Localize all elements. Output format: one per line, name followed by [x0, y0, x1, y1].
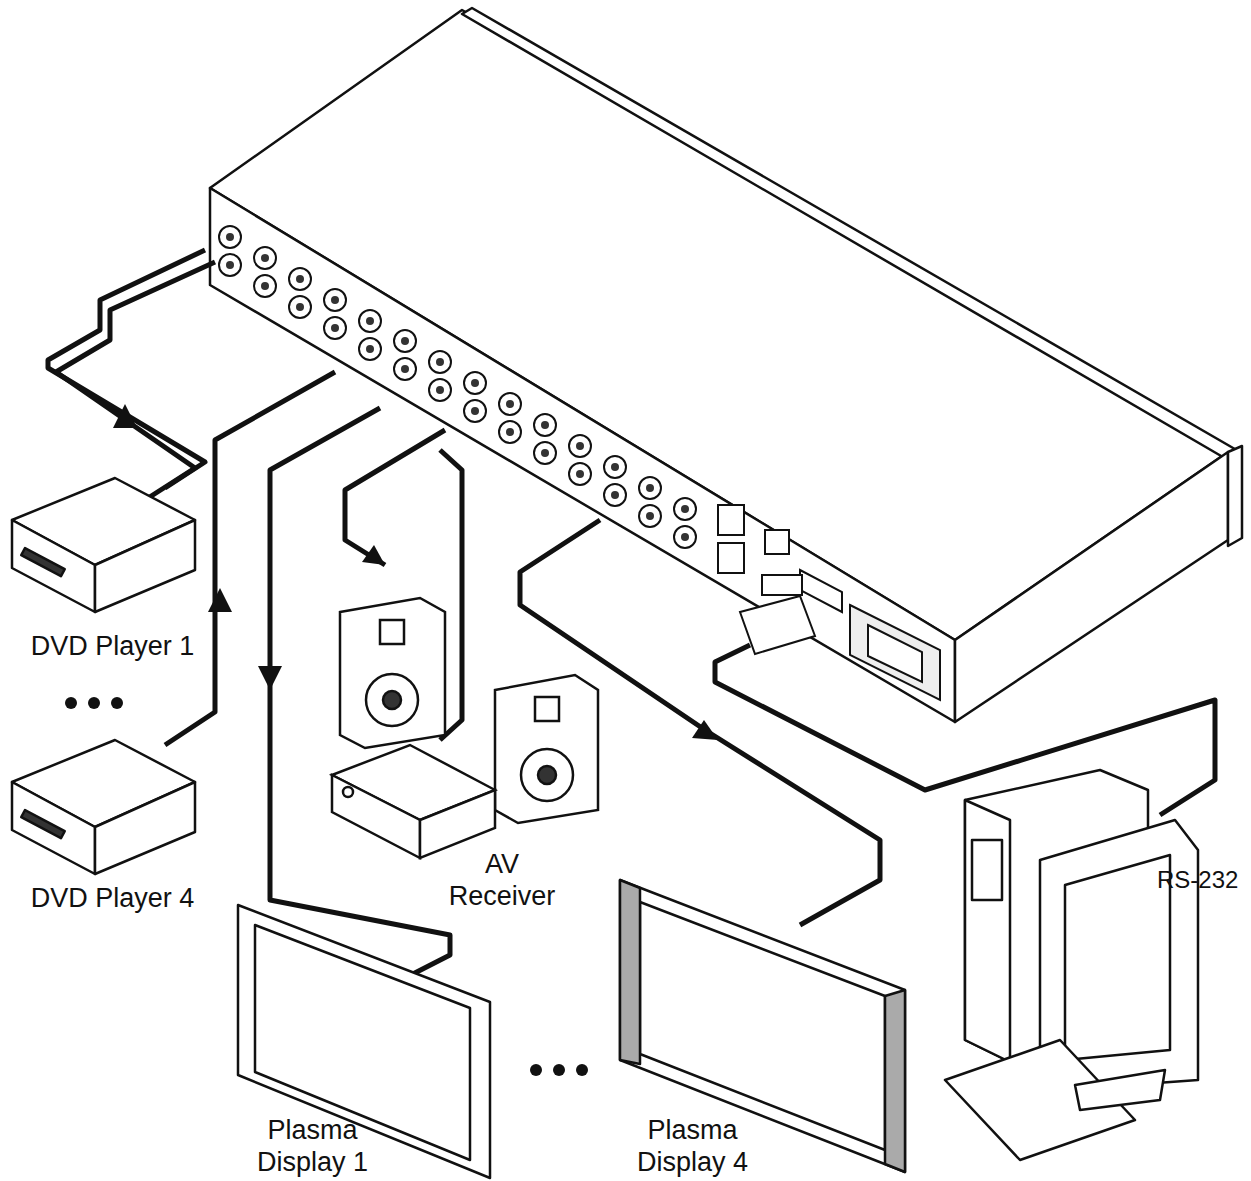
- device-label-box: DVD Player 1: [5, 470, 220, 662]
- bnc-connectors: [219, 226, 696, 548]
- device-label-box: Plasma Display 1: [230, 1110, 395, 1178]
- device-label-box: AV Receiver: [438, 840, 566, 912]
- device-label: Plasma Display 4: [610, 1114, 775, 1178]
- dvd-player: [12, 478, 195, 874]
- computer: [945, 770, 1198, 1160]
- bnc-centers: [226, 233, 689, 541]
- device-label-box: DVD Player 4: [5, 732, 220, 914]
- device-label: DVD Player 4: [31, 882, 195, 914]
- arrowheads: [113, 404, 718, 740]
- device-label-box: Plasma Display 4: [610, 1110, 775, 1178]
- control-ports: [718, 505, 940, 700]
- device-label: AV Receiver: [438, 848, 566, 912]
- speakers-and-receiver: [332, 598, 598, 858]
- device-label: DVD Player 1: [31, 630, 195, 662]
- cable-label: RS-232: [1157, 866, 1238, 894]
- device-label: Plasma Display 1: [230, 1114, 395, 1178]
